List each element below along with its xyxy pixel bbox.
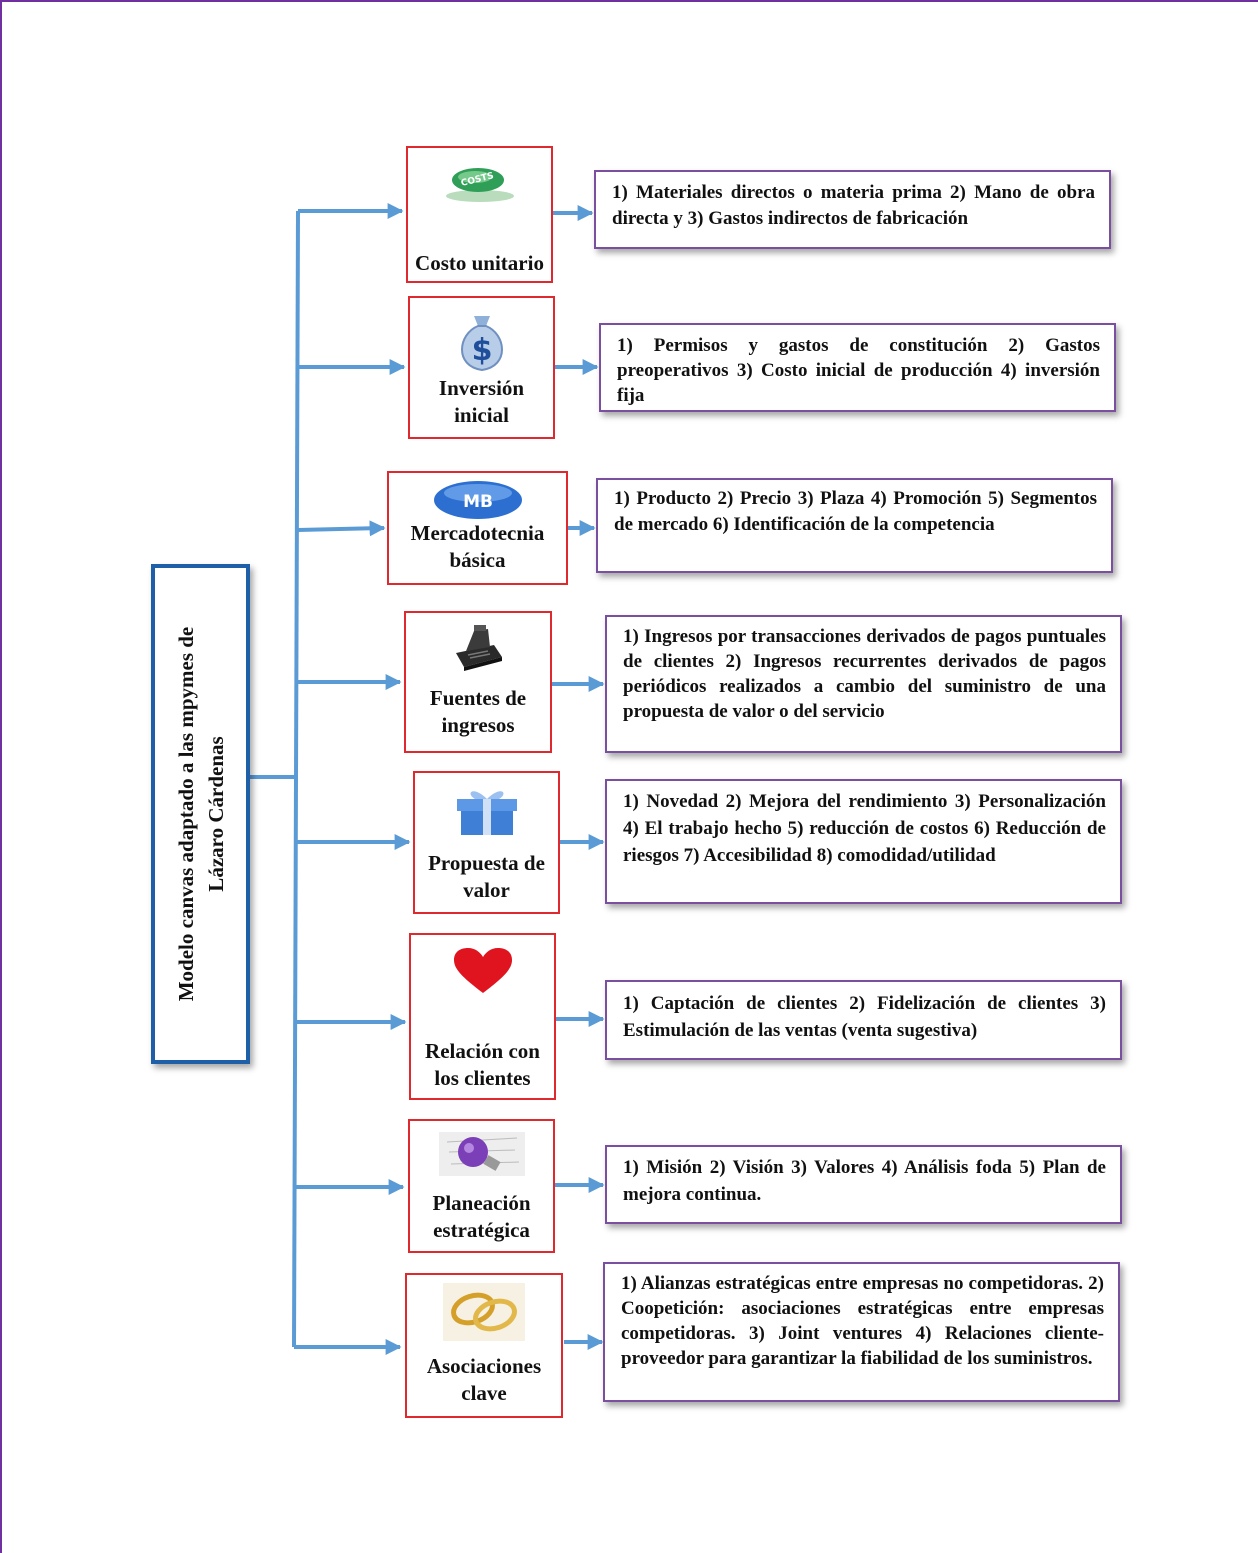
category-label: Asociaciones clave xyxy=(426,1354,542,1405)
category-label: Planeación estratégica xyxy=(432,1191,531,1242)
money-bag-icon: $ xyxy=(460,316,503,372)
description-costo-unitario: 1) Materiales directos o materia prima 2… xyxy=(594,170,1111,249)
category-label: Mercadotecnia básica xyxy=(410,521,545,572)
category-label: Propuesta de valor xyxy=(428,851,545,902)
heart-icon xyxy=(453,948,512,993)
costs-icon: COSTS xyxy=(445,168,514,202)
root-title-box: Modelo canvas adaptado a las mpymes de L… xyxy=(151,564,250,1064)
description-planeacion-estrategica: 1) Misión 2) Visión 3) Valores 4) Anális… xyxy=(605,1145,1122,1224)
lightbulb-icon xyxy=(438,1132,525,1176)
arrow-to-mercadotecnia xyxy=(297,520,386,537)
category-propuesta-valor: Propuesta de valor xyxy=(413,771,560,914)
category-fuentes-ingresos: Fuentes de ingresos xyxy=(404,611,552,753)
category-mercadotecnia-basica: MB Mercadotecnia básica xyxy=(387,471,568,585)
category-inversion-inicial: $ Inversión inicial xyxy=(408,296,555,439)
description-inversion-inicial: 1) Permisos y gastos de constitución 2) … xyxy=(599,323,1116,412)
wedding-rings-icon xyxy=(443,1283,525,1341)
mb-oval-icon: MB xyxy=(433,481,522,519)
cash-register-icon xyxy=(456,625,502,671)
category-label: Fuentes de ingresos xyxy=(429,686,527,737)
description-relacion-clientes: 1) Captación de clientes 2) Fidelización… xyxy=(605,980,1122,1060)
category-costo-unitario: COSTS Costo unitario xyxy=(406,146,553,283)
gift-icon xyxy=(456,791,517,835)
connector-spine xyxy=(292,210,300,1348)
description-asociaciones-clave: 1) Alianzas estratégicas entre empresas … xyxy=(603,1262,1120,1402)
description-mercadotecnia-basica: 1) Producto 2) Precio 3) Plaza 4) Promoc… xyxy=(596,478,1113,573)
category-planeacion-estrategica: Planeación estratégica xyxy=(408,1119,555,1253)
category-asociaciones-clave: Asociaciones clave xyxy=(405,1273,563,1418)
category-label: Inversión inicial xyxy=(438,376,525,427)
description-propuesta-valor: 1) Novedad 2) Mejora del rendimiento 3) … xyxy=(605,779,1122,904)
category-label: Costo unitario xyxy=(415,251,544,275)
description-fuentes-ingresos: 1) Ingresos por transacciones derivados … xyxy=(605,615,1122,753)
category-relacion-clientes: Relación con los clientes xyxy=(409,933,556,1100)
dollar-sign: $ xyxy=(471,333,492,368)
mb-icon-text: MB xyxy=(463,492,493,512)
category-label: Relación con los clientes xyxy=(425,1039,540,1090)
root-title: Modelo canvas adaptado a las mpymes de L… xyxy=(173,626,228,1002)
